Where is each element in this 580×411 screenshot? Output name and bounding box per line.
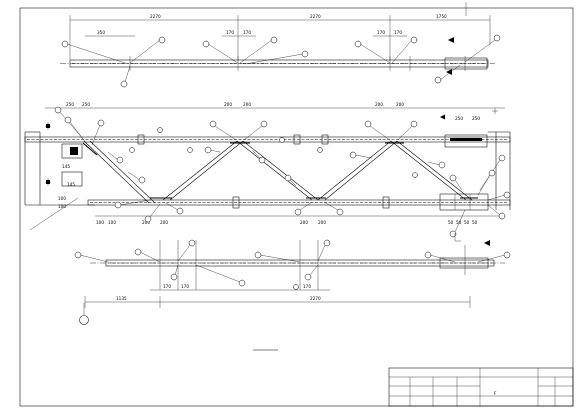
truss-dim-1: 250 [66, 102, 74, 107]
truss-elevation: 250 250 200 200 200 200 250 250 [24, 102, 511, 242]
truss-dim-7: 250 [455, 116, 463, 121]
bottom-dim-8: 50 [456, 220, 462, 225]
left-dim-4: 100 [58, 204, 66, 209]
top-dim-3: 1750 [436, 14, 447, 19]
title-block: F [388, 367, 574, 407]
truss-dim-8: 250 [472, 116, 480, 121]
left-dim-1: 145 [62, 164, 70, 169]
bottom-dim-2: 100 [108, 220, 116, 225]
truss-dim-3: 200 [224, 102, 232, 107]
left-dim-2: 145 [67, 182, 75, 187]
bottom-mid-dim-3: 170 [303, 284, 311, 289]
bottom-dim-4: 200 [160, 220, 168, 225]
truss-dim-4: 200 [243, 102, 251, 107]
axis-bubble [79, 303, 89, 325]
left-dim-3: 100 [58, 196, 66, 201]
bottom-dim-9: 50 [464, 220, 470, 225]
top-small-dim-3: 170 [243, 30, 251, 35]
truss-dim-5: 200 [375, 102, 383, 107]
bottom-dim-3: 200 [142, 220, 150, 225]
bottom-dim-5: 200 [300, 220, 308, 225]
top-small-dim-2: 170 [226, 30, 234, 35]
top-dim-1: 2270 [150, 14, 161, 19]
bottom-dim-1: 100 [96, 220, 104, 225]
bottom-dim-total-2: 2270 [310, 296, 321, 301]
top-dim-2: 2270 [310, 14, 321, 19]
bottom-chord-plan: 170 170 170 1135 2270 [74, 239, 511, 308]
top-small-dim-5: 170 [394, 30, 402, 35]
bottom-mid-dim-2: 170 [181, 284, 189, 289]
top-chord-plan: 2270 2270 1750 350 170 170 170 170 [60, 14, 501, 88]
title-block-scale-note: F [494, 391, 497, 396]
bottom-dim-total-1: 1135 [116, 296, 127, 301]
drawing-frame [19, 2, 574, 407]
bottom-mid-dim-1: 170 [163, 284, 171, 289]
bottom-dim-10: 50 [472, 220, 478, 225]
truss-dim-2: 250 [82, 102, 90, 107]
bottom-dim-6: 200 [318, 220, 326, 225]
truss-dim-6: 200 [396, 102, 404, 107]
bottom-dim-7: 50 [448, 220, 454, 225]
top-small-dim-4: 170 [377, 30, 385, 35]
top-small-dim-1: 350 [97, 30, 105, 35]
